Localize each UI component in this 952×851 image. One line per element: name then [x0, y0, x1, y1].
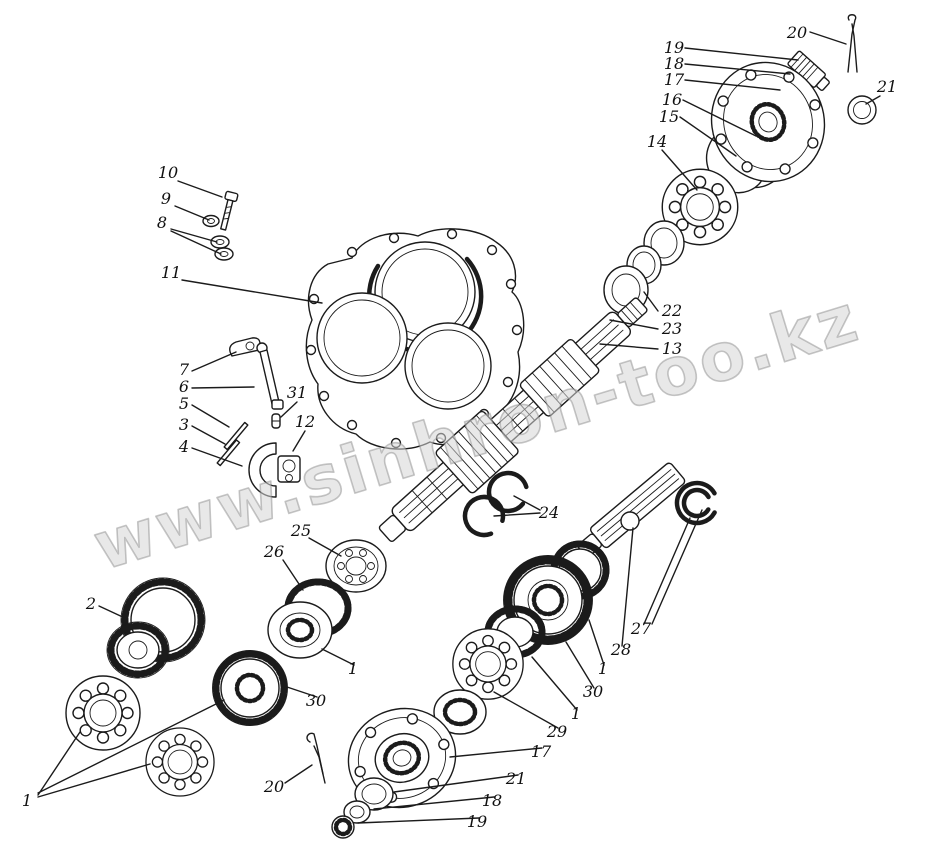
callout-31: 31	[287, 383, 307, 402]
callout-21-top: 21	[876, 77, 897, 96]
callout-17-bottom: 17	[531, 742, 552, 761]
synchro-26	[267, 601, 333, 659]
leader-lines	[37, 31, 881, 824]
callout-28: 28	[610, 640, 631, 659]
main-shaft	[378, 297, 648, 542]
shift-fork-12	[248, 442, 277, 498]
snap-ring-27-inner	[681, 487, 713, 519]
callout-1-left: 1	[348, 659, 358, 678]
callout-1-bottom-left: 1	[22, 791, 32, 810]
callout-27: 27	[630, 619, 652, 638]
cotter-pin-bottom-icon	[306, 732, 326, 784]
callout-9: 9	[161, 189, 171, 208]
bolt-washer-set	[202, 190, 239, 261]
rod-6	[259, 349, 280, 405]
callout-20-top: 20	[786, 23, 807, 42]
callout-24: 24	[538, 503, 559, 522]
callout-12: 12	[295, 412, 315, 431]
clutch-drum-25	[325, 539, 387, 593]
gear-30-left	[212, 650, 288, 726]
callout-6: 6	[179, 377, 189, 396]
callout-26: 26	[263, 542, 284, 561]
lower-shaft-assembly	[306, 462, 720, 839]
gearbox-housing	[305, 228, 525, 450]
callout-18-bottom: 18	[482, 791, 502, 810]
callout-10: 10	[158, 163, 178, 182]
ball-bearing-mid	[452, 628, 524, 700]
ball-bearing-left-b	[145, 727, 215, 797]
callout-23: 23	[661, 319, 682, 338]
callout-18-top: 18	[664, 54, 684, 73]
callout-19-top: 19	[664, 38, 684, 57]
callout-3: 3	[179, 415, 189, 434]
callout-7: 7	[179, 360, 190, 379]
callout-11: 11	[161, 263, 181, 282]
gear-30-right	[503, 555, 593, 645]
ball-bearing-left-a	[65, 675, 141, 751]
callout-20-bottom: 20	[263, 777, 284, 796]
washer-18-bottom	[343, 800, 371, 824]
callout-22: 22	[661, 301, 682, 320]
ring-21-bottom	[354, 777, 394, 811]
callout-2: 2	[85, 594, 96, 613]
callout-30-right: 30	[583, 682, 603, 701]
callout-25: 25	[290, 521, 311, 540]
splined-washer-29	[433, 689, 487, 735]
callout-21-bottom: 21	[505, 769, 526, 788]
detent-ball	[620, 511, 640, 531]
left-gear-cluster	[65, 539, 387, 797]
cotter-pin-top-icon	[847, 14, 858, 73]
snap-ring-27-outer	[674, 480, 720, 526]
pin-5	[223, 421, 249, 451]
callout-16: 16	[662, 90, 682, 109]
callout-1-right-b: 1	[571, 704, 581, 723]
callout-14: 14	[647, 132, 667, 151]
callout-29: 29	[546, 722, 567, 741]
callout-17-top: 17	[664, 70, 685, 89]
callout-5: 5	[179, 394, 189, 413]
callout-15: 15	[659, 107, 679, 126]
callout-13: 13	[662, 339, 682, 358]
snap-rings-24	[462, 470, 530, 538]
callout-30-left: 30	[306, 691, 326, 710]
callout-1-right-a: 1	[598, 659, 608, 678]
callout-19-bottom: 19	[467, 812, 487, 831]
output-cover-assembly	[603, 14, 877, 315]
callout-labels: 20 19 18 17 16 15 14 21 22 23 13 10 9 8 …	[22, 23, 897, 831]
callout-4: 4	[178, 437, 189, 456]
callout-8: 8	[157, 213, 167, 232]
